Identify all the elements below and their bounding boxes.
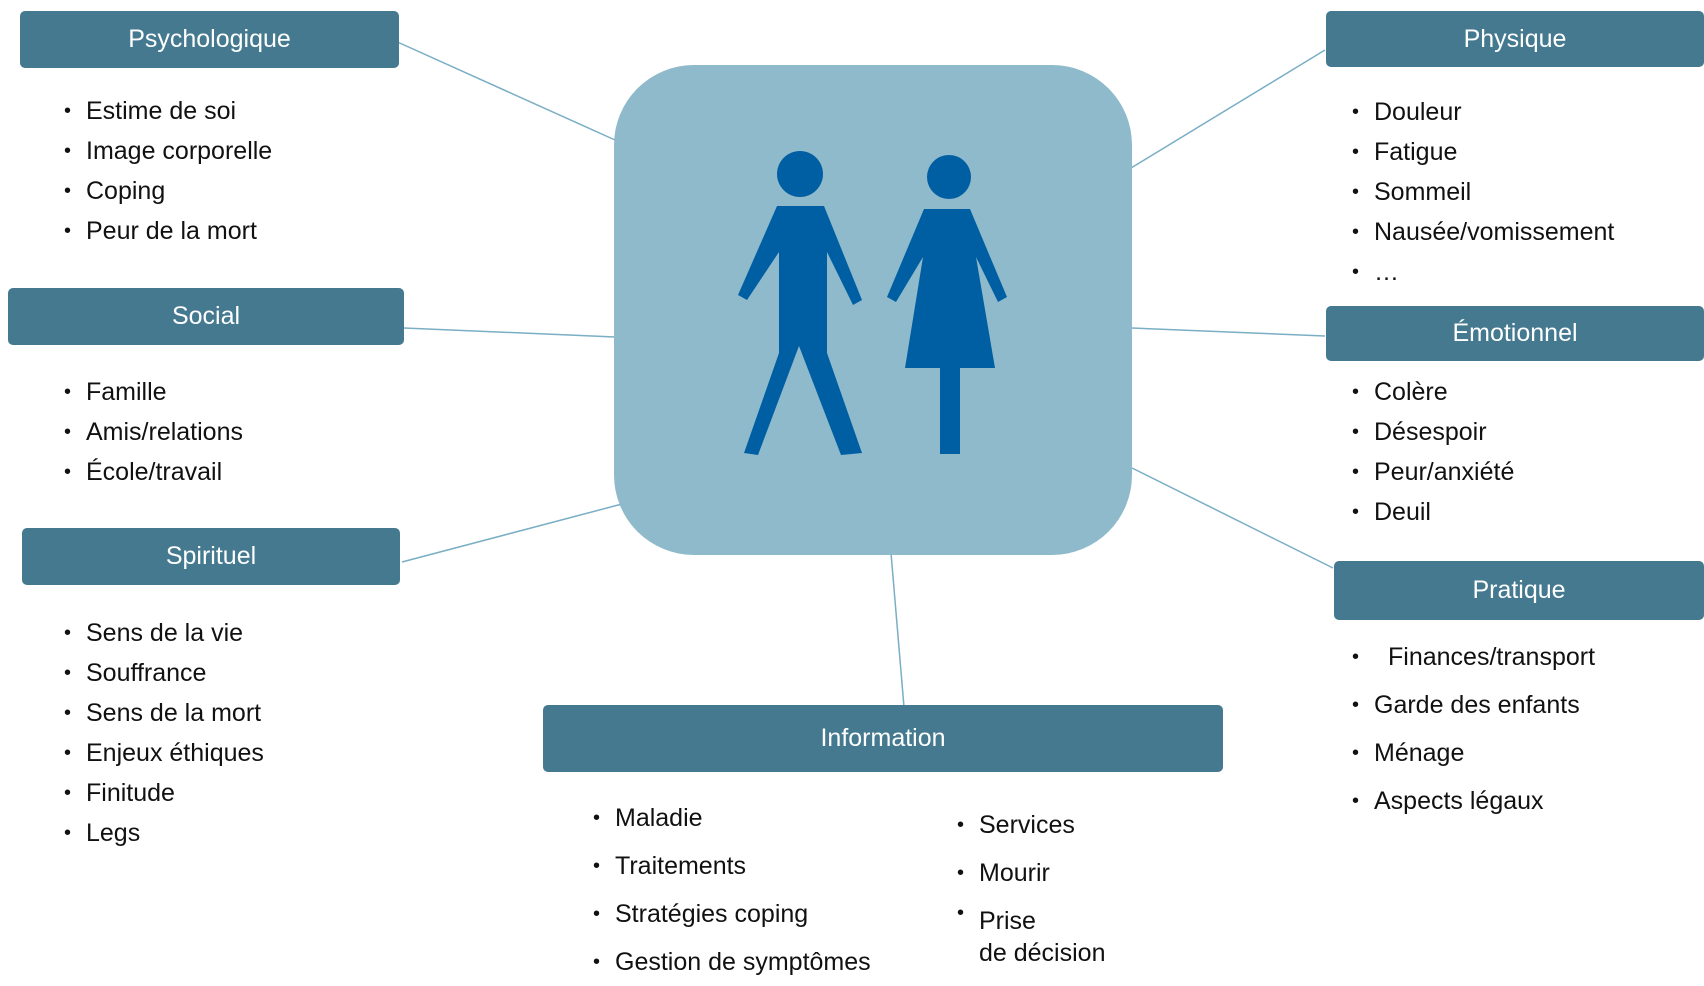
list-item-spirituel: Sens de la vie (64, 613, 264, 653)
list-item-emotionnel: Désespoir (1352, 412, 1514, 452)
list-item-information: Services (957, 801, 1105, 849)
people-male-female-icon (738, 151, 1007, 455)
list-item-psychologique: Coping (64, 171, 272, 211)
list-item-spirituel: Souffrance (64, 653, 264, 693)
list-spirituel: Sens de la vieSouffranceSens de la mortE… (64, 613, 264, 853)
list-information-right: ServicesMourirPrisede décision (957, 801, 1105, 969)
list-item-spirituel: Enjeux éthiques (64, 733, 264, 773)
header-social: Social (8, 288, 404, 345)
list-item-psychologique: Peur de la mort (64, 211, 272, 251)
header-spirituel-label: Spirituel (165, 542, 257, 570)
list-information-left: MaladieTraitementsStratégies copingGesti… (593, 794, 871, 986)
male-figure-icon (738, 151, 862, 455)
connector-pratique (1131, 467, 1334, 569)
header-pratique: Pratique (1334, 561, 1704, 620)
connector-emotionnel (1131, 327, 1326, 337)
header-social-label: Social (171, 302, 241, 330)
connector-psychologique (392, 39, 616, 141)
list-item-emotionnel: Colère (1352, 372, 1514, 412)
list-item-social: École/travail (64, 452, 243, 492)
connector-physique (1130, 49, 1326, 169)
list-item-information: Gestion de symptômes (593, 938, 871, 986)
list-emotionnel: ColèreDésespoirPeur/anxiétéDeuil (1352, 372, 1514, 532)
list-item-physique: … (1352, 252, 1614, 292)
header-spirituel: Spirituel (22, 528, 400, 585)
list-item-physique: Sommeil (1352, 172, 1614, 212)
list-item-physique: Douleur (1352, 92, 1614, 132)
header-emotionnel: Émotionnel (1326, 306, 1704, 361)
connector-spirituel (401, 503, 623, 563)
list-item-social: Famille (64, 372, 243, 412)
list-item-spirituel: Sens de la mort (64, 693, 264, 733)
list-item-physique: Nausée/vomissement (1352, 212, 1614, 252)
header-psychologique: Psychologique (20, 11, 399, 68)
list-item-spirituel: Finitude (64, 773, 264, 813)
list-item-emotionnel: Deuil (1352, 492, 1514, 532)
list-item-pratique: Finances/transport (1352, 633, 1595, 681)
list-item-psychologique: Estime de soi (64, 91, 272, 131)
list-psychologique: Estime de soiImage corporelleCopingPeur … (64, 91, 272, 251)
list-item-information: Traitements (593, 842, 871, 890)
female-figure-icon (887, 155, 1007, 454)
list-pratique: Finances/transportGarde des enfantsMénag… (1352, 633, 1595, 825)
list-item-pratique: Garde des enfants (1352, 681, 1595, 729)
list-item-pratique: Aspects légaux (1352, 777, 1595, 825)
list-item-social: Amis/relations (64, 412, 243, 452)
header-pratique-label: Pratique (1472, 576, 1566, 604)
list-item-spirituel: Legs (64, 813, 264, 853)
connector-information (890, 552, 905, 708)
header-information: Information (543, 705, 1223, 772)
list-item-physique: Fatigue (1352, 132, 1614, 172)
list-item-psychologique: Image corporelle (64, 131, 272, 171)
connector-social (403, 327, 616, 338)
header-emotionnel-label: Émotionnel (1452, 319, 1578, 347)
header-information-label: Information (820, 724, 946, 752)
header-physique: Physique (1326, 11, 1704, 67)
list-item-information: Maladie (593, 794, 871, 842)
list-physique: DouleurFatigueSommeilNausée/vomissement… (1352, 92, 1614, 292)
list-item-information: Mourir (957, 849, 1105, 897)
list-item-information: Stratégies coping (593, 890, 871, 938)
center-tile (614, 65, 1132, 555)
list-social: FamilleAmis/relationsÉcole/travail (64, 372, 243, 492)
list-item-pratique: Ménage (1352, 729, 1595, 777)
header-psychologique-label: Psychologique (128, 25, 291, 53)
header-physique-label: Physique (1463, 24, 1567, 53)
list-item-emotionnel: Peur/anxiété (1352, 452, 1514, 492)
